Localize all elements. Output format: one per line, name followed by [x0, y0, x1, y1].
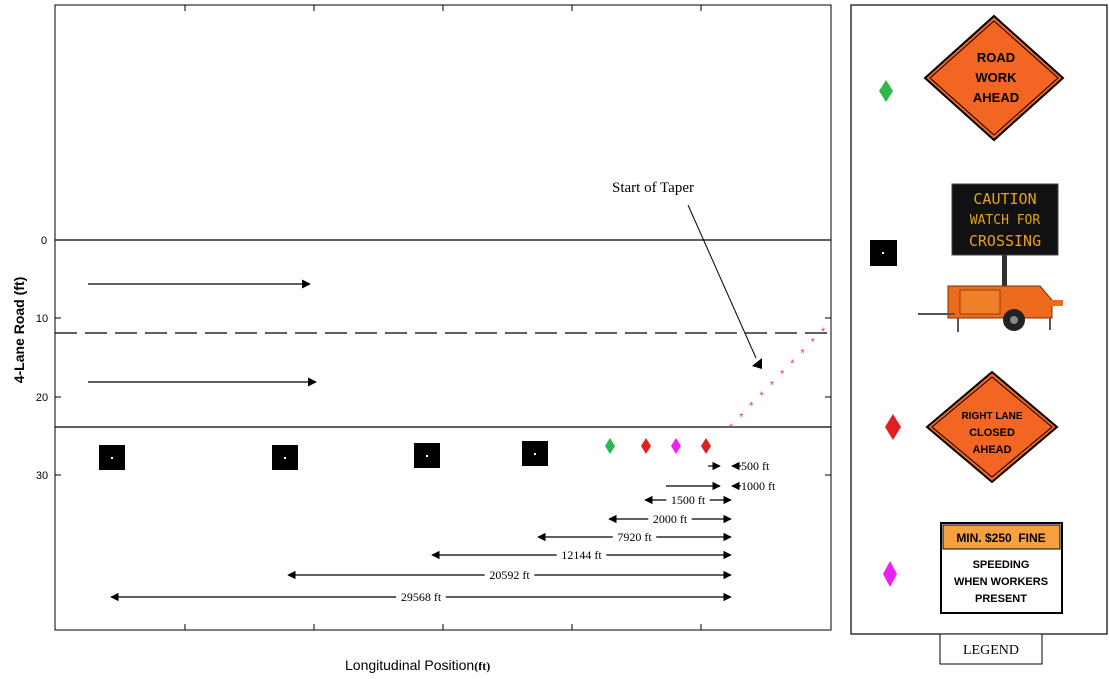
svg-text:AHEAD: AHEAD: [973, 90, 1019, 105]
distance-label: 2000 ft: [653, 512, 688, 526]
distance-arrow: 20592 ft: [287, 568, 732, 582]
distance-label: 20592 ft: [489, 568, 530, 582]
taper-cone: *: [811, 337, 816, 349]
svg-text:WORK: WORK: [975, 70, 1017, 85]
svg-text:PRESENT: PRESENT: [975, 593, 1027, 605]
svg-text:CLOSED: CLOSED: [969, 427, 1015, 439]
taper-cone: *: [790, 358, 795, 370]
legend-red-marker: [885, 414, 901, 440]
road-work-ahead-marker: [605, 438, 615, 454]
y-tick-0: 0: [41, 235, 47, 247]
y-tick-10: 10: [36, 313, 48, 325]
taper-pointer-line: [687, 204, 757, 359]
taper-cone: *: [821, 326, 826, 338]
vms-marker: [99, 445, 125, 470]
lane-closed-marker: [641, 438, 651, 454]
distance-label: 7920 ft: [617, 530, 652, 544]
lane-closed-marker: [701, 438, 711, 454]
distance-label: 1500 ft: [671, 493, 706, 507]
legend-caption: LEGEND: [963, 643, 1019, 658]
distance-label: 500 ft: [741, 459, 770, 473]
distance-arrow: 7920 ft: [537, 530, 732, 544]
y-tick-30: 30: [36, 470, 48, 482]
taper-pointer-head: [752, 358, 762, 369]
y-tick-20: 20: [36, 392, 48, 404]
x-axis-label: Longitudinal Position(ft): [345, 657, 490, 673]
svg-text:MIN. $250 FINE: MIN. $250 FINE: [956, 531, 1045, 545]
taper-cone: *: [770, 379, 775, 391]
legend-green-marker: [879, 80, 893, 102]
svg-text:CAUTION: CAUTION: [973, 190, 1036, 208]
svg-text:WHEN WORKERS: WHEN WORKERS: [954, 576, 1048, 588]
taper-cone: *: [739, 411, 744, 423]
distance-arrow: 1000 ft: [666, 479, 776, 493]
svg-text:CROSSING: CROSSING: [969, 232, 1041, 250]
taper-cone: *: [760, 390, 765, 402]
y-ticks: [55, 239, 831, 476]
distance-label: 29568 ft: [401, 590, 442, 604]
plot-frame: [54, 4, 832, 631]
x-ticks: [184, 5, 702, 630]
svg-text:WATCH FOR: WATCH FOR: [970, 213, 1041, 228]
right-lane-closed-sign: RIGHT LANE CLOSED AHEAD: [925, 370, 1059, 484]
distance-label: 1000 ft: [741, 479, 776, 493]
distance-arrow: 29568 ft: [110, 590, 732, 604]
taper-cone: *: [780, 369, 785, 381]
distance-label: 12144 ft: [561, 548, 602, 562]
distance-arrow: 12144 ft: [431, 548, 732, 562]
vms-marker: [272, 445, 298, 470]
taper-cone: *: [800, 347, 805, 359]
y-axis-label: 4-Lane Road (ft): [11, 277, 27, 384]
svg-text:ROAD: ROAD: [977, 50, 1015, 65]
vms-marker: [522, 441, 548, 466]
svg-text:RIGHT LANE: RIGHT LANE: [961, 411, 1022, 422]
svg-text:SPEEDING: SPEEDING: [973, 559, 1030, 571]
distance-arrow: 2000 ft: [608, 512, 732, 526]
vms-marker: [414, 443, 440, 468]
taper-cone: *: [729, 422, 734, 434]
distance-arrow: 1500 ft: [644, 493, 732, 507]
legend-magenta-marker: [883, 561, 897, 587]
speeding-fine-marker: [671, 438, 681, 454]
svg-text:AHEAD: AHEAD: [972, 444, 1011, 456]
vms-trailer-image: CAUTION WATCH FOR CROSSING: [918, 183, 1063, 332]
legend-caption-box: [939, 633, 1043, 665]
road-work-ahead-sign: ROAD WORK AHEAD: [923, 14, 1065, 142]
start-of-taper-label: Start of Taper: [612, 180, 694, 196]
speeding-fine-sign: MIN. $250 FINE SPEEDING WHEN WORKERS PRE…: [940, 522, 1063, 614]
taper-cones: * * * * * * * * * *: [729, 326, 826, 434]
legend-black-marker: [870, 240, 897, 266]
distance-arrow: 500 ft: [708, 459, 770, 473]
taper-cone: *: [749, 401, 754, 413]
